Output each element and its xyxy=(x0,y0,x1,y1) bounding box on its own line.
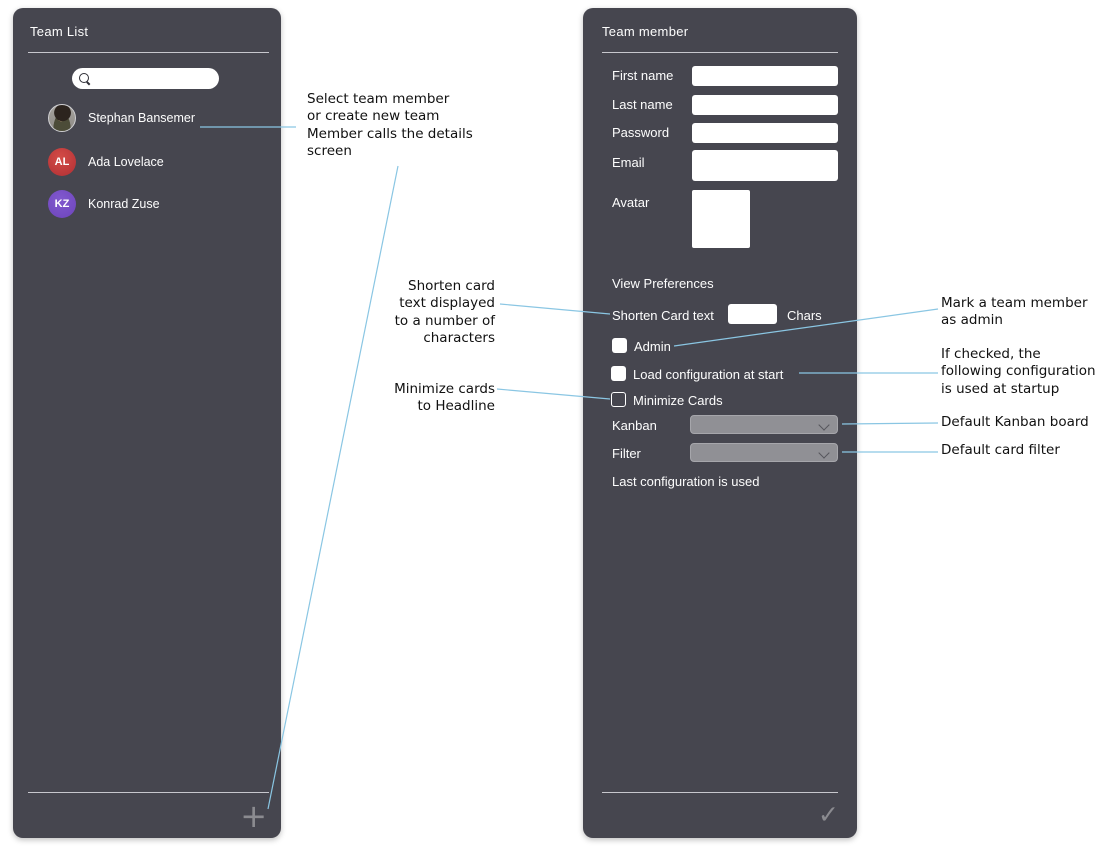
team-list-footer-divider xyxy=(28,792,269,793)
load-configuration-label: Load configuration at start xyxy=(633,367,784,382)
avatar-upload-box[interactable] xyxy=(692,190,750,248)
team-member-footer-divider xyxy=(602,792,838,793)
team-list-header-divider xyxy=(28,52,269,53)
load-configuration-checkbox[interactable] xyxy=(611,366,626,381)
member-row-konrad[interactable]: KZ Konrad Zuse xyxy=(48,190,268,218)
avatar-label: Avatar xyxy=(612,195,650,210)
avatar-initials: AL xyxy=(48,148,76,176)
team-search[interactable] xyxy=(72,68,241,89)
first-name-label: First name xyxy=(612,68,674,83)
team-member-panel: Team member First name Last name Passwor… xyxy=(583,8,857,838)
add-member-button[interactable]: + xyxy=(240,797,267,835)
member-name: Ada Lovelace xyxy=(88,155,164,169)
last-name-field[interactable] xyxy=(692,95,838,115)
annotation-minimize-cards: Minimize cards to Headline xyxy=(394,381,495,415)
member-name: Stephan Bansemer xyxy=(88,111,196,125)
password-field[interactable] xyxy=(692,123,838,143)
email-field[interactable] xyxy=(692,150,838,181)
avatar-photo xyxy=(48,104,76,132)
team-member-header-divider xyxy=(602,52,838,53)
annotation-admin: Mark a team member as admin xyxy=(941,295,1088,329)
member-name: Konrad Zuse xyxy=(88,197,160,211)
shorten-chars-field[interactable] xyxy=(728,304,777,324)
kanban-label: Kanban xyxy=(612,418,657,433)
minimize-cards-label: Minimize Cards xyxy=(633,393,723,408)
password-label: Password xyxy=(612,125,670,140)
chars-label: Chars xyxy=(787,308,822,323)
annotation-select-member: Select team member or create new team Me… xyxy=(307,91,473,159)
team-list-panel: Team List Stephan Bansemer AL Ada Lovela… xyxy=(13,8,281,838)
team-list-title: Team List xyxy=(30,24,89,39)
view-preferences-heading: View Preferences xyxy=(612,276,714,291)
member-row-stephan[interactable]: Stephan Bansemer xyxy=(48,104,268,132)
member-row-ada[interactable]: AL Ada Lovelace xyxy=(48,148,268,176)
admin-label: Admin xyxy=(634,339,671,354)
annotation-load-config: If checked, the following configuration … xyxy=(941,346,1096,397)
filter-label: Filter xyxy=(612,446,641,461)
shorten-card-text-label: Shorten Card text xyxy=(612,308,714,323)
admin-checkbox[interactable] xyxy=(612,338,627,353)
team-member-title: Team member xyxy=(602,24,689,39)
first-name-field[interactable] xyxy=(692,66,838,86)
confirm-button[interactable]: ✓ xyxy=(818,800,839,829)
kanban-dropdown[interactable] xyxy=(690,415,838,434)
last-name-label: Last name xyxy=(612,97,673,112)
annotation-shorten-card: Shorten card text displayed to a number … xyxy=(394,278,495,346)
annotation-default-filter: Default card filter xyxy=(941,442,1060,458)
filter-dropdown[interactable] xyxy=(690,443,838,462)
search-input[interactable] xyxy=(78,68,241,89)
annotation-default-kanban: Default Kanban board xyxy=(941,414,1089,430)
minimize-cards-checkbox[interactable] xyxy=(611,392,626,407)
email-label: Email xyxy=(612,155,645,170)
last-configuration-note: Last configuration is used xyxy=(612,474,760,489)
avatar-initials: KZ xyxy=(48,190,76,218)
